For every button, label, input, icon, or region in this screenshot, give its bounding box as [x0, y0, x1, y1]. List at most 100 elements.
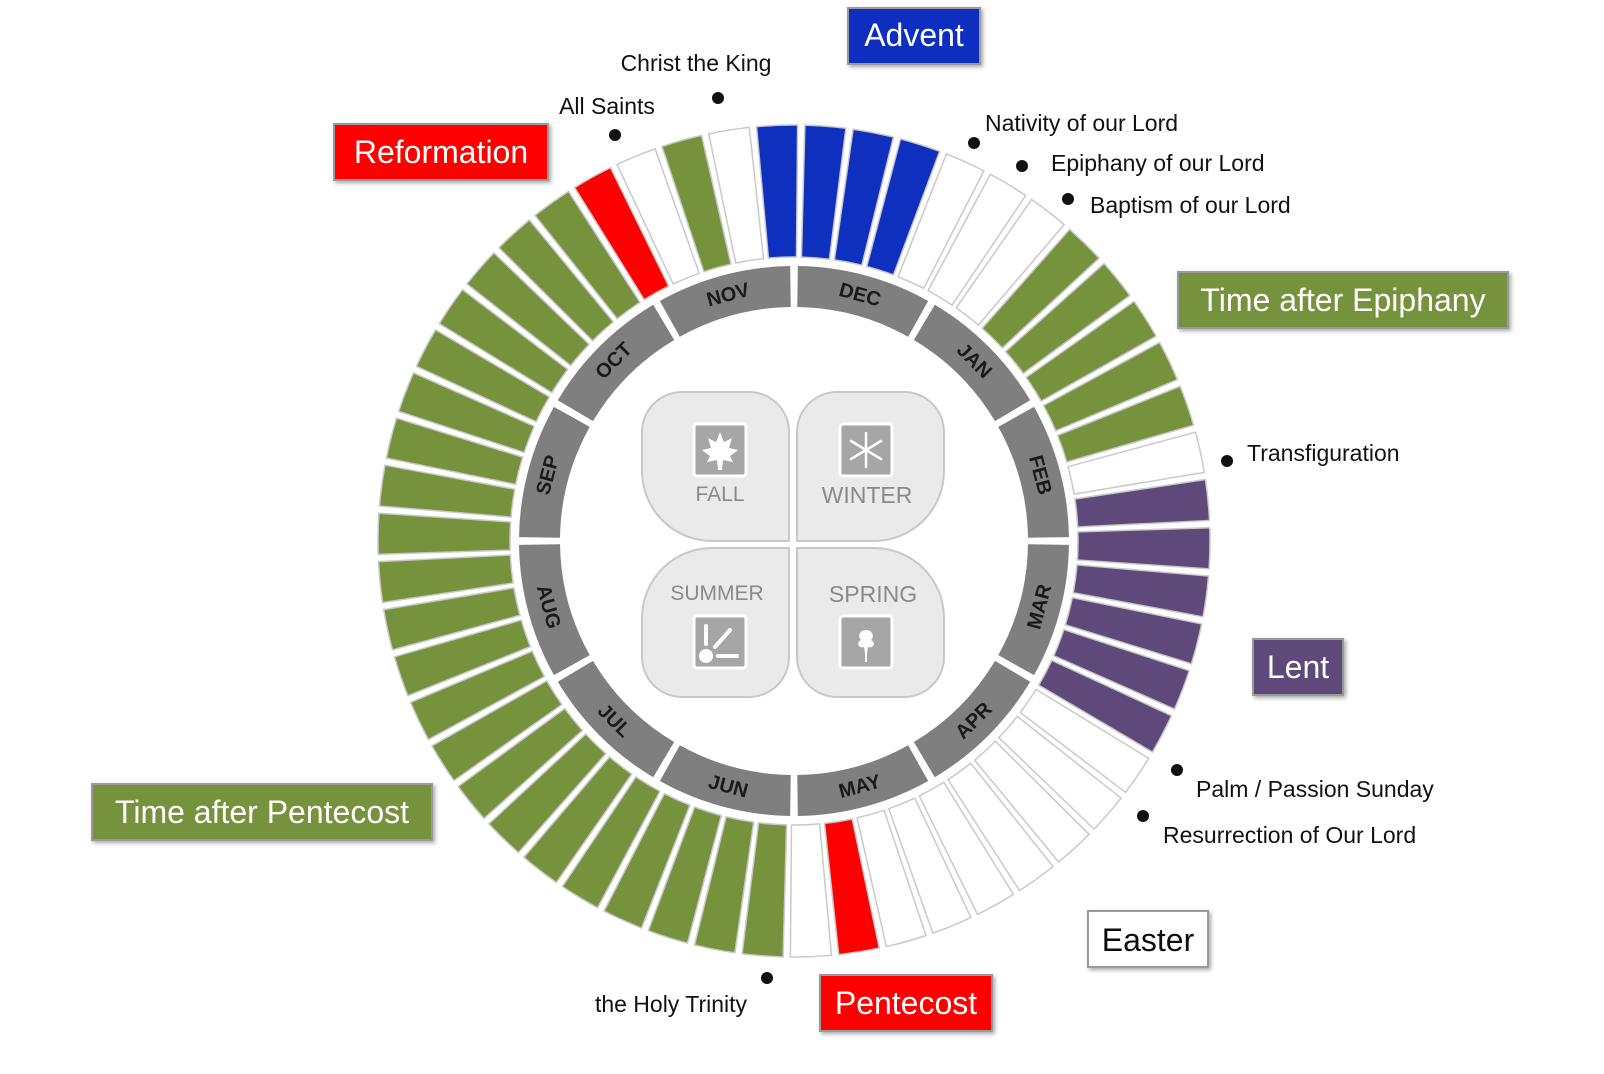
week-segment-green: [1025, 300, 1158, 403]
week-segment-red: [573, 166, 670, 301]
week-segment-green: [393, 619, 532, 697]
week-segment-green: [397, 371, 536, 454]
callout-epiphany: Epiphany of our Lord: [1016, 150, 1265, 176]
season-box-label: Easter: [1102, 922, 1195, 958]
month-segment-jan: [913, 304, 1031, 422]
snowflake-icon: [838, 422, 894, 478]
callout-label: Epiphany of our Lord: [1051, 150, 1265, 176]
callout-label: Christ the King: [621, 50, 772, 76]
callout-label: Baptism of our Lord: [1090, 192, 1291, 218]
week-segment-green: [693, 815, 755, 954]
callout-holy-trinity: the Holy Trinity: [595, 972, 773, 1017]
callout-dot: [1137, 810, 1149, 822]
season-box-label: Lent: [1267, 649, 1329, 685]
week-segment-green: [533, 190, 642, 320]
season-box-lent: Lent: [1252, 638, 1344, 696]
week-segment-green: [385, 417, 524, 486]
month-segment-jul: [557, 660, 675, 778]
week-segment-green: [603, 792, 691, 930]
callout-dot: [1221, 455, 1233, 467]
winter-label: WINTER: [822, 482, 913, 508]
week-segment-green: [647, 806, 723, 945]
callout-label: Transfiguration: [1247, 440, 1400, 466]
week-segment-white: [707, 126, 765, 264]
week-segment-white: [789, 823, 833, 958]
callout-resurrection: Resurrection of Our Lord: [1137, 810, 1416, 848]
month-segment-apr: [913, 660, 1031, 778]
week-segment-white: [946, 762, 1055, 892]
callout-palm-sunday: Palm / Passion Sunday: [1171, 764, 1434, 802]
week-segment-green: [561, 775, 661, 909]
season-box-epiphany: Time after Epiphany: [1177, 271, 1509, 329]
season-box-label: Time after Pentecost: [115, 794, 409, 830]
month-segment-may: [797, 745, 929, 816]
season-clover: FALL WINTER SUMMER SPRING: [641, 391, 945, 698]
maple-leaf-icon: [692, 422, 748, 478]
week-segment-green: [522, 755, 633, 884]
callout-label: All Saints: [559, 93, 655, 119]
week-segment-green: [1042, 341, 1179, 432]
callout-label: Palm / Passion Sunday: [1196, 776, 1434, 802]
season-box-label: Advent: [864, 17, 964, 53]
week-segment-purple: [1064, 596, 1203, 665]
week-segment-green: [1056, 385, 1195, 463]
month-segment-feb: [998, 406, 1069, 538]
week-segment-white: [1067, 431, 1206, 495]
callout-dot: [1171, 764, 1183, 776]
week-segments-ring: [377, 124, 1211, 958]
week-segment-green: [981, 228, 1101, 349]
week-segment-purple: [1052, 628, 1191, 711]
week-segment-green: [661, 134, 732, 273]
season-box-advent: Advent: [847, 7, 981, 65]
callout-label: Resurrection of Our Lord: [1163, 822, 1416, 848]
month-segment-jun: [659, 745, 791, 816]
summer-label: SUMMER: [670, 582, 763, 605]
sun-icon: [692, 614, 748, 670]
week-segment-purple: [1072, 564, 1210, 618]
callout-christ-the-king: Christ the King: [621, 50, 772, 104]
month-segment-oct: [557, 304, 675, 422]
week-segment-green: [430, 679, 563, 782]
week-segment-red: [823, 818, 881, 956]
week-segment-advent: [865, 137, 941, 276]
week-segment-white: [927, 173, 1027, 307]
callout-label: Nativity of our Lord: [985, 110, 1178, 136]
callout-dot: [609, 129, 621, 141]
week-segment-green: [438, 288, 569, 394]
month-segment-nov: [659, 266, 791, 337]
week-segment-green: [741, 821, 788, 958]
week-segment-green: [487, 733, 607, 854]
callout-dot: [761, 972, 773, 984]
season-box-label: Pentecost: [835, 985, 977, 1021]
season-box-pentecost: Pentecost: [819, 974, 993, 1032]
callout-baptism: Baptism of our Lord: [1062, 192, 1291, 218]
callout-dot: [712, 92, 724, 104]
week-segment-green: [409, 650, 546, 741]
week-segment-green: [378, 464, 516, 518]
callout-dot: [968, 137, 980, 149]
week-segment-green: [415, 328, 551, 423]
fall-label: FALL: [695, 483, 744, 506]
week-segment-white: [973, 740, 1091, 864]
week-segment-white: [997, 715, 1123, 831]
week-segment-green: [377, 512, 512, 556]
week-segment-green: [382, 587, 521, 651]
week-segment-white: [887, 797, 972, 935]
season-box-easter: Easter: [1087, 910, 1209, 968]
week-segment-advent: [800, 124, 847, 261]
season-box-label: Reformation: [354, 134, 528, 170]
season-box-reformation: Reformation: [333, 123, 549, 181]
month-segment-sep: [519, 406, 590, 538]
week-segment-white: [897, 152, 985, 290]
week-segment-white: [856, 809, 927, 948]
week-segment-green: [497, 218, 615, 342]
week-segment-green: [465, 251, 591, 367]
callout-all-saints: All Saints: [559, 93, 655, 141]
week-segment-advent: [755, 124, 799, 259]
week-segment-advent: [833, 128, 895, 267]
callout-dot: [1062, 193, 1074, 205]
week-segment-purple: [1074, 478, 1211, 528]
callout-transfiguration: Transfiguration: [1221, 440, 1400, 467]
